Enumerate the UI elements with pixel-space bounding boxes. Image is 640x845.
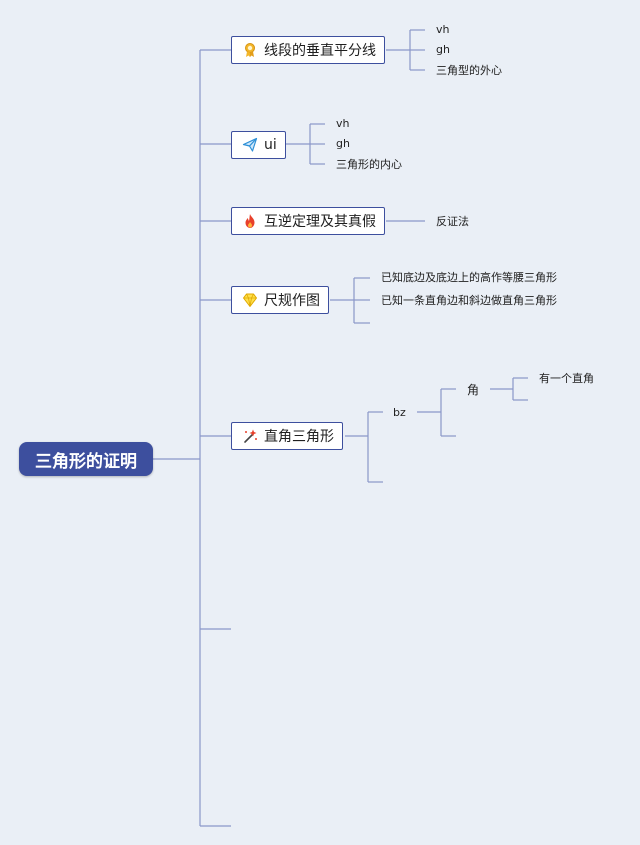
branch-topic-label: ui bbox=[264, 137, 277, 153]
branch-topic-converse-theorem[interactable]: 互逆定理及其真假 bbox=[231, 207, 385, 235]
leaf-bz[interactable]: bz bbox=[393, 406, 406, 419]
branch-topic-right-triangle[interactable]: 直角三角形 bbox=[231, 422, 343, 450]
leaf-incenter[interactable]: 三角形的内心 bbox=[336, 158, 402, 171]
leaf-gh[interactable]: gh bbox=[336, 137, 350, 150]
magic-wand-icon bbox=[242, 428, 258, 444]
leaf-proof-by-contradiction[interactable]: 反证法 bbox=[436, 215, 469, 228]
leaf-vh[interactable]: vh bbox=[336, 117, 350, 130]
leaf-vh[interactable]: vh bbox=[436, 23, 450, 36]
root-topic[interactable]: 三角形的证明 bbox=[19, 442, 153, 476]
leaf-gh[interactable]: gh bbox=[436, 43, 450, 56]
leaf-one-right-angle[interactable]: 有一个直角 bbox=[539, 372, 594, 385]
flame-icon bbox=[242, 213, 258, 229]
subtopic-angle[interactable]: 角 bbox=[467, 383, 480, 397]
branch-topic-label: 直角三角形 bbox=[264, 429, 334, 445]
branch-topic-compass-construction[interactable]: 尺规作图 bbox=[231, 286, 329, 314]
leaf-right-triangle-construction[interactable]: 已知一条直角边和斜边做直角三角形 bbox=[381, 294, 557, 307]
branch-topic-perpendicular-bisector[interactable]: 线段的垂直平分线 bbox=[231, 36, 385, 64]
leaf-circumcenter[interactable]: 三角型的外心 bbox=[436, 64, 502, 77]
leaf-isosceles-construction[interactable]: 已知底边及底边上的高作等腰三角形 bbox=[381, 271, 557, 284]
branch-topic-label: 互逆定理及其真假 bbox=[264, 214, 376, 230]
paper-plane-icon bbox=[242, 137, 258, 153]
root-topic-label: 三角形的证明 bbox=[35, 451, 137, 472]
branch-topic-ui[interactable]: ui bbox=[231, 131, 286, 159]
diamond-icon bbox=[242, 292, 258, 308]
branch-topic-label: 尺规作图 bbox=[264, 293, 320, 309]
branch-topic-label: 线段的垂直平分线 bbox=[264, 43, 376, 59]
award-ribbon-icon bbox=[242, 42, 258, 58]
